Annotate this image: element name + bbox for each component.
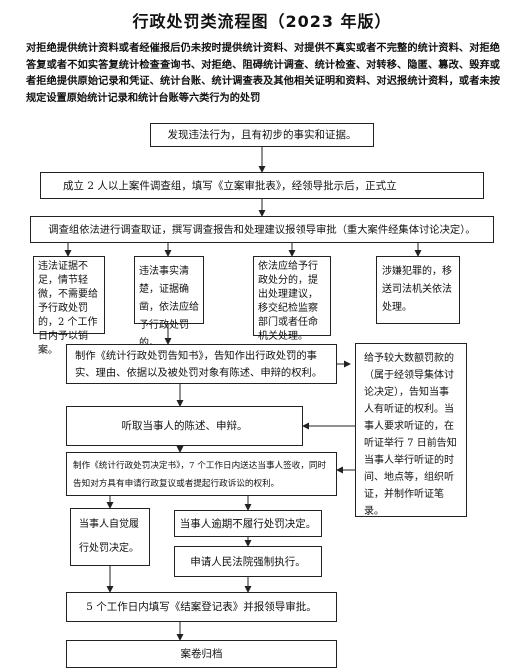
step-listen: 听取当事人的陈述、申辩。 bbox=[66, 406, 303, 446]
step-close-registration: 5 个工作日内填写《结案登记表》并报领导审批。 bbox=[66, 592, 337, 622]
branch-discipline: 依法应给予行政处分的，提出处理建议，移交纪检监察部门或者任命机关处理。 bbox=[253, 256, 331, 342]
step-hearing-side: 给予较大数额罚款的（属于经领导集体讨论决定），告知当事人有听证的权利。当事人要求… bbox=[355, 343, 467, 517]
step-enforce: 申请人民法院强制执行。 bbox=[174, 546, 322, 577]
branch-close-case: 违法证据不足，情节轻微，不需要给予行政处罚的，2 个工作日内予以销案。 bbox=[33, 256, 105, 356]
page-title: 行政处罚类流程图（2023 年版） bbox=[132, 12, 392, 31]
step-discover: 发现违法行为，且有初步的事实和证据。 bbox=[150, 123, 374, 147]
branch-penalty: 违法事实清楚，证据确凿，依法应给予行政处罚的。 bbox=[134, 256, 204, 349]
step-overdue: 当事人逾期不履行处罚决定。 bbox=[174, 510, 322, 537]
intro-text: 对拒绝提供统计资料或者经催报后仍未按时提供统计资料、对提供不真实或者不完整的统计… bbox=[26, 42, 500, 104]
step-archive: 案卷归档 bbox=[66, 640, 337, 668]
step-investigate: 调查组依法进行调查取证，撰写调查报告和处理建议报领导审批（重大案件经集体讨论决定… bbox=[30, 216, 494, 243]
branch-judicial: 涉嫌犯罪的，移送司法机关依法处理。 bbox=[376, 256, 460, 324]
step-comply: 当事人自觉履行处罚决定。 bbox=[70, 508, 150, 566]
step-notify: 制作《统计行政处罚告知书》，告知作出行政处罚的事实、理由、依据以及被处罚对象有陈… bbox=[66, 344, 337, 384]
step-open-case: 成立 2 人以上案件调查组，填写《立案审批表》，经领导批示后，正式立 bbox=[40, 172, 484, 199]
step-decision: 制作《统计行政处罚决定书》，7 个工作日内送达当事人签收，同时告知对方具有申请行… bbox=[66, 452, 337, 496]
